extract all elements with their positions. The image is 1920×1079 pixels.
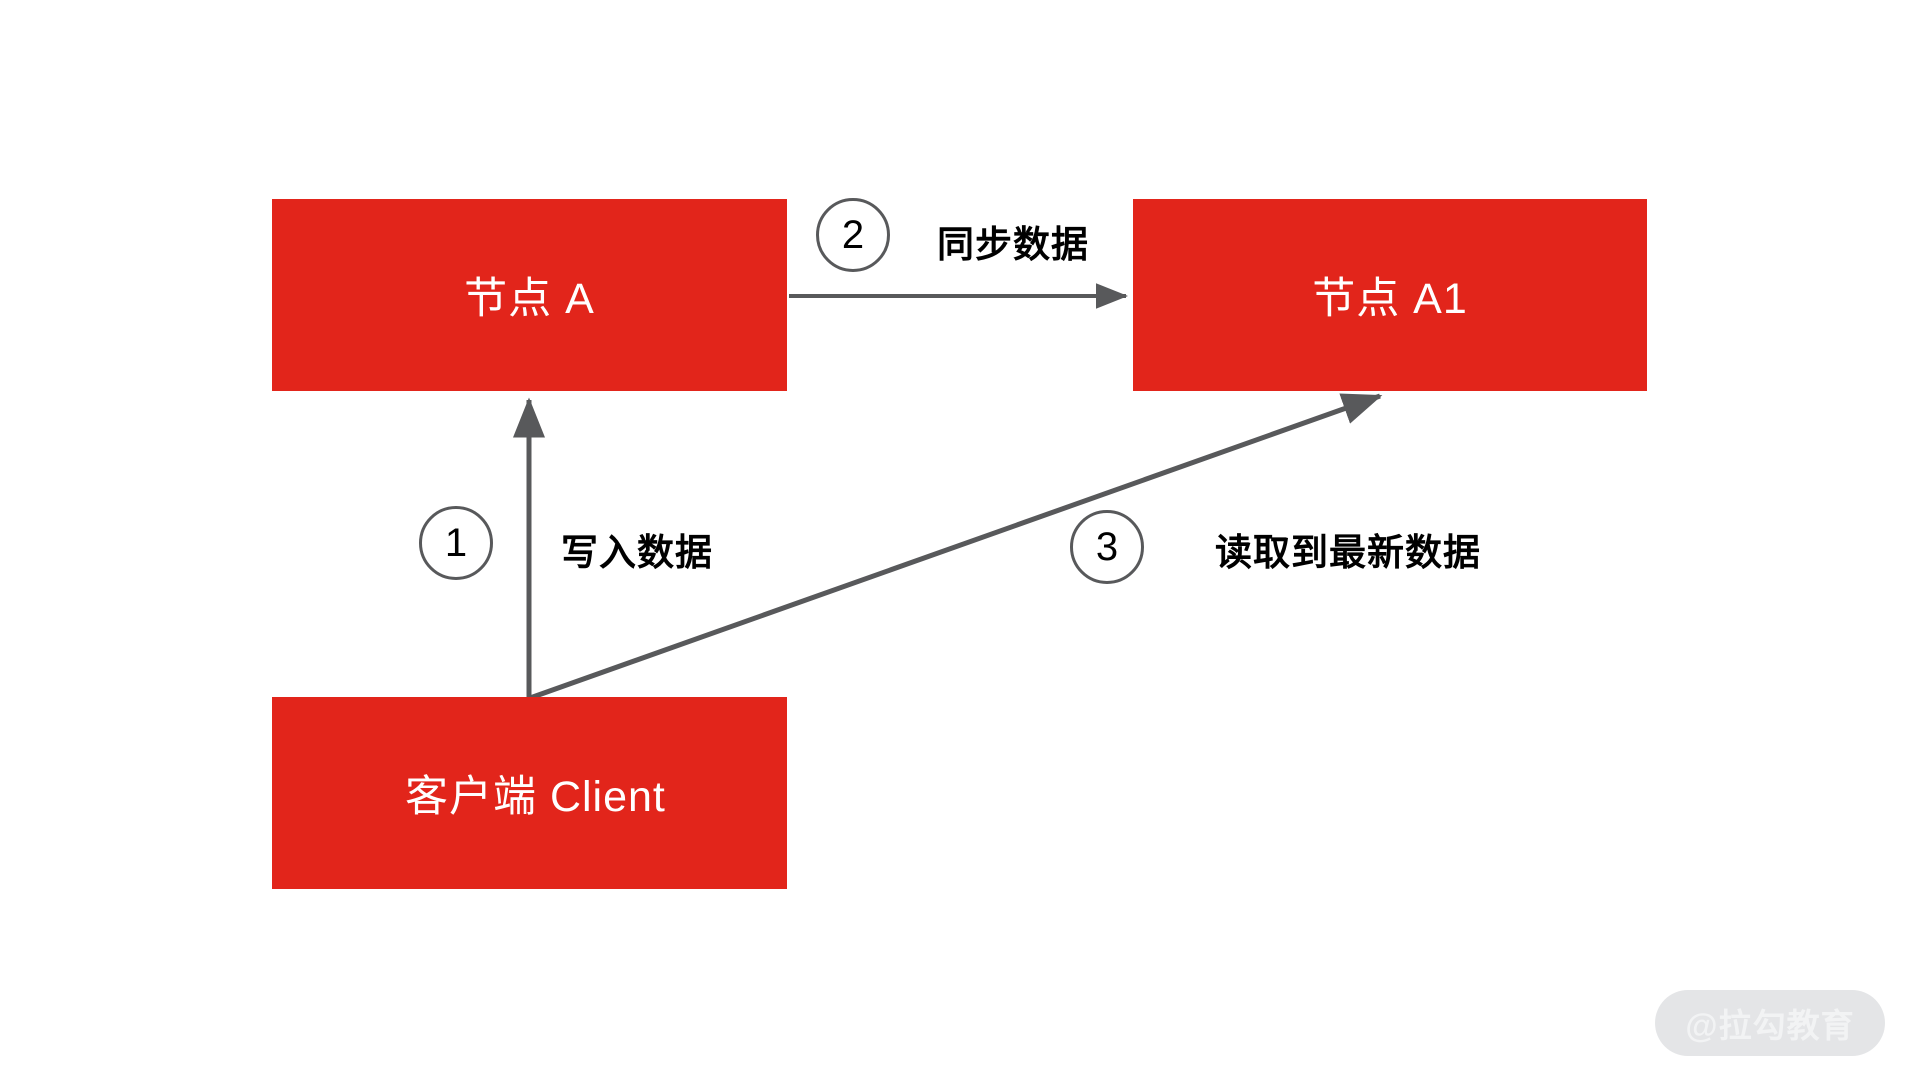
watermark-text: @拉勾教育 xyxy=(1685,1007,1855,1044)
step-label-write-data: 写入数据 xyxy=(561,532,713,573)
step-number-3: 3 xyxy=(1095,525,1119,569)
step-circle-2: 2 xyxy=(816,198,890,272)
step-label-sync-data: 同步数据 xyxy=(937,224,1089,265)
step-number-1: 1 xyxy=(444,521,468,565)
node-box-a1[interactable]: 节点 A1 xyxy=(1133,199,1647,391)
node-label-a: 节点 A xyxy=(464,275,595,323)
step-circle-1: 1 xyxy=(419,506,493,580)
step-circle-3: 3 xyxy=(1070,510,1144,584)
step-label-read-latest-data: 读取到最新数据 xyxy=(1215,532,1481,573)
node-box-a[interactable]: 节点 A xyxy=(272,199,787,391)
step-number-2: 2 xyxy=(841,213,865,257)
watermark-badge: @拉勾教育 xyxy=(1655,990,1885,1056)
node-box-client[interactable]: 客户端 Client xyxy=(272,697,787,889)
node-label-client: 客户端 Client xyxy=(405,773,666,821)
node-label-a1: 节点 A1 xyxy=(1312,275,1468,323)
